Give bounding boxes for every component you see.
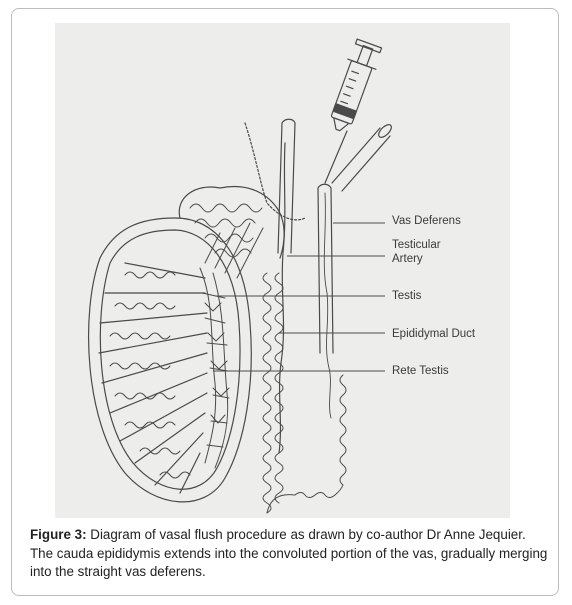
label-artery: Artery (392, 253, 423, 265)
cord-outline (244, 122, 306, 221)
artery-tube (277, 118, 296, 254)
syringe (330, 38, 383, 132)
label-vas-deferens: Vas Deferens (392, 215, 461, 227)
seminiferous-tubules (109, 271, 191, 479)
figure-caption: Figure 3: Diagram of vasal flush procedu… (30, 526, 550, 582)
epididymal-duct (262, 272, 296, 514)
label-testicular: Testicular (392, 239, 441, 251)
label-epididymal-duct: Epididymal Duct (392, 328, 476, 340)
testis-lobules (98, 262, 208, 494)
needle (324, 130, 348, 184)
caption-text: Diagram of vasal flush procedure as draw… (30, 527, 548, 579)
figure-label: Figure 3: (30, 527, 87, 542)
testis-inner-outline (99, 229, 241, 490)
efferent-ductules (189, 203, 264, 279)
testis-outline (87, 217, 252, 503)
label-rete-testis: Rete Testis (392, 365, 449, 377)
label-testis: Testis (392, 290, 422, 302)
diagram-drawing (87, 38, 392, 514)
testicular-artery (278, 142, 286, 454)
anatomical-diagram: Vas Deferens Testicular Artery Testis Ep… (55, 23, 510, 518)
convoluted-vas (294, 374, 347, 498)
rete-testis-network (199, 267, 230, 469)
cut-vas-end (331, 127, 391, 192)
vas-deferens-tube (317, 183, 334, 354)
